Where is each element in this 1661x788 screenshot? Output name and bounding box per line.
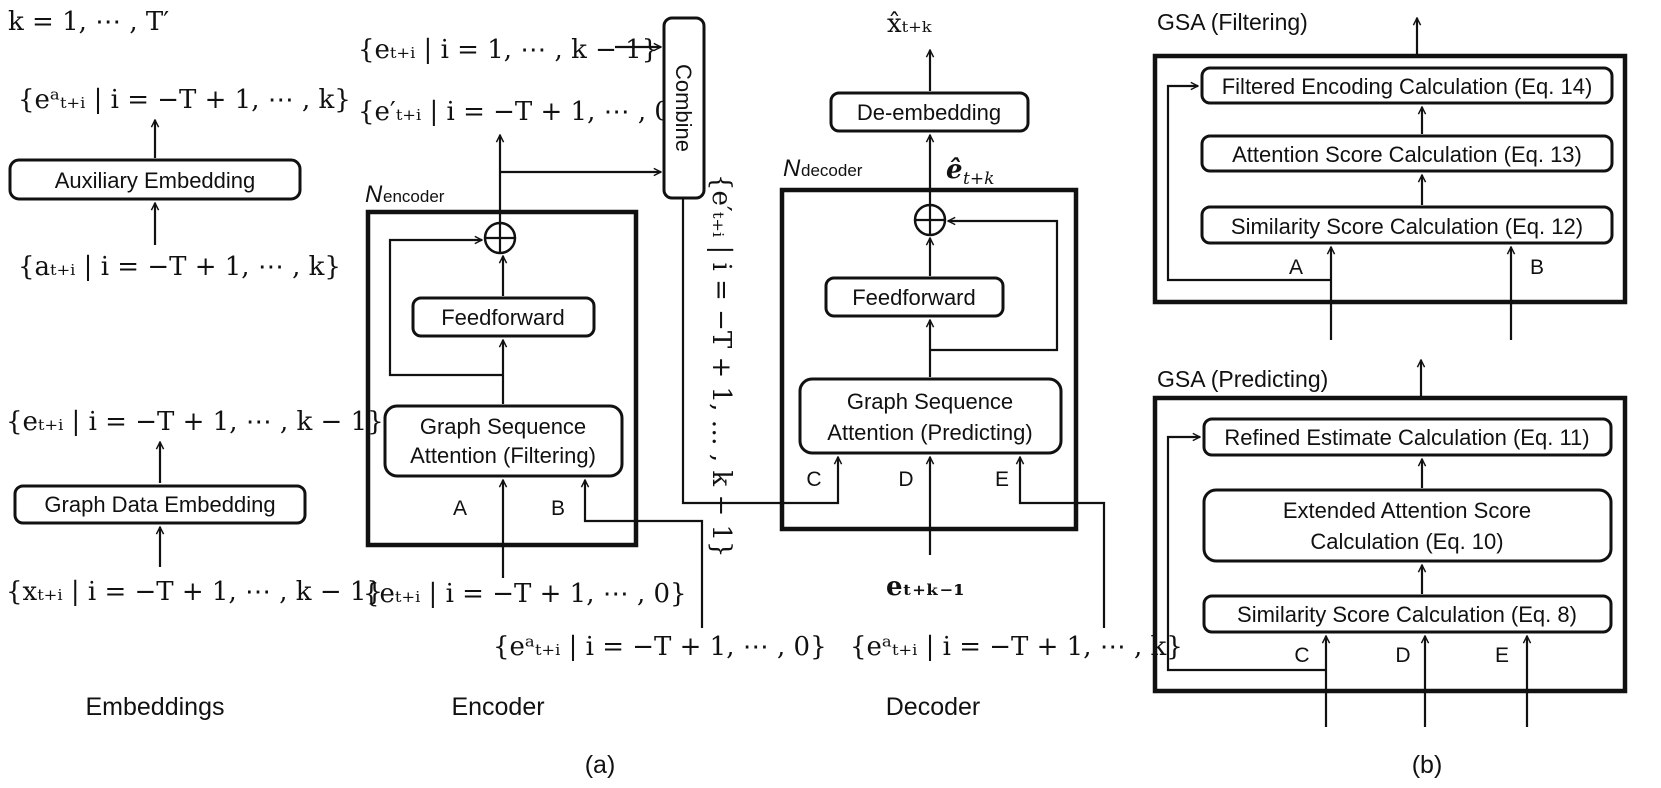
decoder-port-c: C xyxy=(806,468,821,491)
caption-b: (b) xyxy=(1412,751,1443,779)
graph-data-embedding-box xyxy=(13,484,307,525)
predicting-similarity-label: Similarity Score Calculation (Eq. 8) xyxy=(1237,602,1577,627)
auxiliary-embedding-box xyxy=(8,158,302,201)
gsa-predicting-port-d: D xyxy=(1395,644,1410,667)
decoder-residual-arrow xyxy=(930,221,1059,352)
decoder-gsa-line2: Attention (Predicting) xyxy=(827,420,1032,445)
decoder-port-e: E xyxy=(995,468,1009,491)
decoder-n-label: N xyxy=(783,155,801,182)
decoder-feedforward-label: Feedforward xyxy=(852,285,976,310)
filtering-similarity-box xyxy=(1200,205,1614,245)
gsa-predicting-title: GSA (Predicting) xyxy=(1157,366,1328,392)
predicting-similarity-box xyxy=(1202,594,1613,634)
graph-embedding-output: {eₜ₊ᵢ | i = −T + 1, ⋯ , k − 1} xyxy=(6,407,384,437)
encoder-feedforward-box xyxy=(411,296,596,338)
decoder-gsa-line1: Graph Sequence xyxy=(847,389,1013,414)
gsa-filtering-port-b: B xyxy=(1530,256,1544,279)
encoder-residual-arrow xyxy=(388,240,503,377)
decoder-input-main: eₜ₊ₖ₋₁ xyxy=(886,572,965,602)
deembedding-box xyxy=(829,91,1030,133)
gsa-predicting-frame xyxy=(1152,395,1628,694)
filtered-encoding-label: Filtered Encoding Calculation (Eq. 14) xyxy=(1222,74,1593,99)
encoder-gsa-line1: Graph Sequence xyxy=(420,414,586,439)
aux-embedding-input: {aₜ₊ᵢ | i = −T + 1, ⋯ , k} xyxy=(18,252,341,282)
combine-to-decoder-c-arrow xyxy=(681,198,838,505)
encoder-port-b: B xyxy=(551,497,565,520)
gsa-filtering-frame xyxy=(1152,53,1628,305)
decoder-gsa-box xyxy=(798,377,1063,455)
aux-embedding-output: {eᵃₜ₊ᵢ | i = −T + 1, ⋯ , k} xyxy=(18,85,351,115)
caption-a: (a) xyxy=(585,751,616,779)
gsa-predicting-bypass-arrow xyxy=(1166,437,1326,672)
attention-score-label: Attention Score Calculation (Eq. 13) xyxy=(1232,142,1582,167)
graph-embedding-input: {xₜ₊ᵢ | i = −T + 1, ⋯ , k − 1} xyxy=(6,577,383,607)
decoder-n-subscript: decoder xyxy=(801,161,863,180)
encoder-output-label: {e′ₜ₊ᵢ | i = −T + 1, ⋯ , 0} xyxy=(358,97,688,127)
gsa-filtering-title: GSA (Filtering) xyxy=(1157,9,1308,35)
filtered-encoding-box xyxy=(1200,66,1614,105)
decoder-caption: Decoder xyxy=(886,693,981,721)
encoder-port-a: A xyxy=(453,497,467,520)
encoder-gsa-line2: Attention (Filtering) xyxy=(410,443,596,468)
decoder-port-d: D xyxy=(898,468,913,491)
decoder-input-aux: {eᵃₜ₊ᵢ | i = −T + 1, ⋯ , k} xyxy=(850,632,1183,662)
gsa-predicting-port-e: E xyxy=(1495,644,1509,667)
encoder-input-b-arrow xyxy=(585,480,704,628)
encoder-gsa-box xyxy=(383,404,624,478)
extended-attention-line1: Extended Attention Score xyxy=(1283,498,1531,523)
decoder-output-label: x̂ₜ₊ₖ xyxy=(887,9,933,39)
filtering-similarity-label: Similarity Score Calculation (Eq. 12) xyxy=(1231,214,1583,239)
deembedding-label: De-embedding xyxy=(857,100,1001,125)
graph-data-embedding-label: Graph Data Embedding xyxy=(44,492,275,517)
refined-estimate-label: Refined Estimate Calculation (Eq. 11) xyxy=(1224,425,1589,450)
refined-estimate-box xyxy=(1202,417,1613,457)
decoder-ehat-label: ê xyxy=(946,155,963,185)
embeddings-caption: Embeddings xyxy=(86,693,225,721)
encoder-n-label: N xyxy=(365,181,383,208)
k-range-label: k = 1, ⋯ , T′ xyxy=(8,7,169,37)
decoder-input-e-arrow xyxy=(1020,457,1106,628)
encoder-feedforward-label: Feedforward xyxy=(441,305,565,330)
encoder-n-subscript: encoder xyxy=(383,187,445,206)
auxiliary-embedding-label: Auxiliary Embedding xyxy=(55,168,256,193)
extended-attention-box xyxy=(1202,488,1613,563)
decoder-feedforward-box xyxy=(824,276,1005,318)
decoder-ehat-subscript: t+k xyxy=(963,169,994,189)
encoder-input-aux: {eᵃₜ₊ᵢ | i = −T + 1, ⋯ , 0} xyxy=(493,632,827,662)
combine-top-input: {eₜ₊ᵢ | i = 1, ⋯ , k − 1} xyxy=(358,35,658,65)
gsa-predicting-port-c: C xyxy=(1294,644,1309,667)
combine-vertical-output: {e′ₜ₊ᵢ | i = −T + 1, … , k − 1} xyxy=(706,174,736,558)
gsa-filtering-bypass-arrow xyxy=(1166,86,1331,282)
extended-attention-line2: Calculation (Eq. 10) xyxy=(1310,529,1503,554)
attention-score-box xyxy=(1200,134,1614,173)
combine-label: Combine xyxy=(671,64,696,152)
encoder-input-main: {eₜ₊ᵢ | i = −T + 1, ⋯ , 0} xyxy=(363,579,687,609)
encoder-caption: Encoder xyxy=(451,693,544,721)
gsa-filtering-port-a: A xyxy=(1289,256,1303,279)
